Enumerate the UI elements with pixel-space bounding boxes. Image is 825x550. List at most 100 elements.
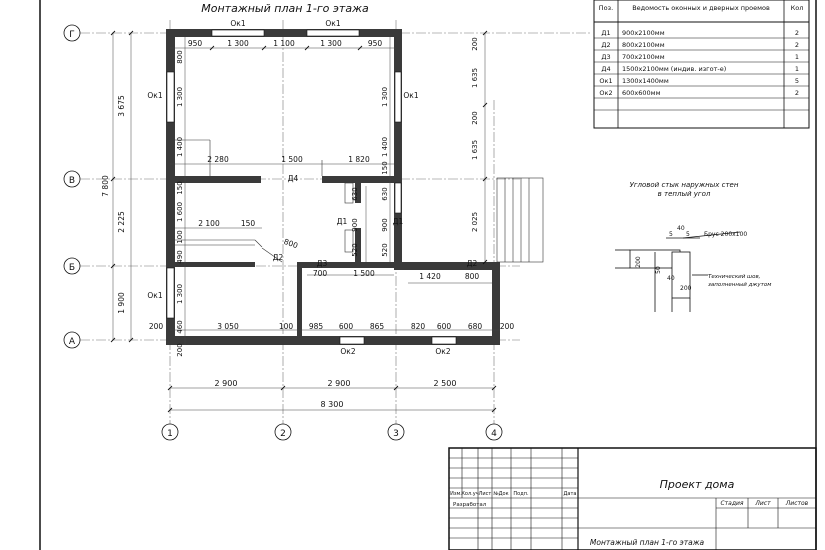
dim-b-8: 680 bbox=[468, 322, 483, 331]
dimension-lines bbox=[112, 33, 500, 411]
dim-li-10: 200 bbox=[176, 343, 184, 356]
window-openings bbox=[166, 29, 457, 345]
plan-title: Монтажный план 1-го этажа bbox=[201, 2, 369, 15]
detail-40a: 40 bbox=[677, 225, 685, 232]
stamp-col-ndok: №Док bbox=[493, 491, 508, 497]
dim-iv-7: 630 bbox=[351, 187, 359, 200]
schedule-row-4-qty: 1 bbox=[795, 65, 799, 73]
dim-mid-3: 1 820 bbox=[348, 155, 370, 164]
schedule-row-3-qty: 1 bbox=[795, 53, 799, 61]
dim-b-9: 200 bbox=[500, 322, 515, 331]
dim-mid-1: 2 280 bbox=[207, 155, 229, 164]
dims-top: 950 1 300 1 100 1 300 950 bbox=[188, 39, 383, 48]
label-ok1-left: Ок1 bbox=[147, 91, 162, 100]
dim-1420: 1 420 bbox=[419, 272, 441, 281]
label-d1-a: Д1 bbox=[337, 217, 348, 226]
dims-bottom-row: 3 050 100 985 600 865 820 600 680 200 20… bbox=[149, 322, 515, 331]
detail-title-1: Угловой стык наружных стен bbox=[630, 181, 739, 189]
detail-5a: 5 bbox=[669, 231, 673, 238]
dims-right: 200 1 635 200 1 635 2 025 bbox=[471, 37, 479, 232]
stamp-stage: Стадия bbox=[720, 500, 743, 507]
schedule-header-pos: Поз. bbox=[599, 4, 613, 12]
stamp-col-data: Дата bbox=[564, 491, 577, 497]
detail-beam: Брус 200х100 bbox=[704, 231, 747, 238]
interior-detail-lines bbox=[175, 139, 354, 263]
interior-walls bbox=[175, 176, 394, 336]
schedule-row-6-qty: 2 bbox=[795, 89, 799, 97]
dim-li-7: 490 bbox=[176, 250, 184, 263]
axis-label-v: В bbox=[69, 176, 75, 186]
stamp-col-koluch: Кол.уч bbox=[461, 491, 478, 497]
label-d1-b: Д1 bbox=[393, 217, 404, 226]
dim-b-4: 600 bbox=[339, 322, 354, 331]
stamp-project-title: Проект дома bbox=[660, 478, 735, 491]
dim-iv-9: 520 bbox=[351, 243, 359, 256]
label-ok1-top-a: Ок1 bbox=[230, 19, 245, 28]
dim-li-9: 460 bbox=[176, 320, 184, 333]
dim-iv-1: 1 300 bbox=[381, 87, 389, 107]
dim-iv-2: 1 400 bbox=[381, 137, 389, 157]
schedule-row-3-name: 700х2100мм bbox=[622, 53, 665, 61]
dim-row2-2: 150 bbox=[241, 219, 256, 228]
stamp-col-izm: Изм. bbox=[450, 491, 462, 497]
detail-200a: 200 bbox=[635, 256, 642, 268]
axis-label-2: 2 bbox=[280, 429, 286, 439]
axis-label-4: 4 bbox=[491, 429, 497, 439]
dim-mid-2: 1 500 bbox=[281, 155, 303, 164]
schedule-header-name: Ведомость оконных и дверных проемов bbox=[632, 4, 770, 12]
detail-50: 50 bbox=[655, 266, 662, 274]
axis-bubbles-letters: Г В Б А bbox=[63, 24, 81, 349]
dim-800b: 800 bbox=[465, 272, 480, 281]
porch-steps bbox=[496, 177, 544, 263]
stamp-developer: Разработал bbox=[453, 502, 487, 508]
dims-bays: 2 900 2 900 2 500 8 300 bbox=[215, 379, 457, 409]
dim-b-left-200: 200 bbox=[149, 322, 164, 331]
dim-top-1: 950 bbox=[188, 39, 203, 48]
dim-top-3: 1 100 bbox=[273, 39, 295, 48]
dim-b-2: 100 bbox=[279, 322, 294, 331]
dim-left-total: 7 800 bbox=[101, 175, 110, 197]
dim-r-3: 200 bbox=[471, 111, 479, 124]
dim-row2-1: 2 100 bbox=[198, 219, 220, 228]
detail-seam-2: заполненный джутом bbox=[708, 282, 771, 288]
dim-li-8: 1 300 bbox=[176, 284, 184, 304]
label-d3: Д3 bbox=[317, 259, 328, 268]
schedule-row-6-pos: Ок2 bbox=[599, 89, 612, 97]
dim-li-1: 800 bbox=[176, 50, 184, 63]
dim-total: 8 300 bbox=[321, 400, 344, 409]
dim-iv-3: 150 bbox=[381, 161, 389, 174]
axis-lines bbox=[80, 20, 590, 425]
schedule-row-3-pos: Д3 bbox=[601, 53, 610, 61]
dim-bay-3: 2 500 bbox=[434, 379, 457, 388]
dim-li-5: 1 600 bbox=[176, 202, 184, 222]
label-ok2-a: Ок2 bbox=[340, 347, 355, 356]
dim-1500: 1 500 bbox=[353, 269, 375, 278]
axis-label-a: А bbox=[69, 337, 76, 347]
dim-top-5: 950 bbox=[368, 39, 383, 48]
stamp-sheet: Лист bbox=[754, 500, 771, 507]
dim-top-2: 1 300 bbox=[227, 39, 249, 48]
label-ok2-b: Ок2 bbox=[435, 347, 450, 356]
axis-label-3: 3 bbox=[393, 429, 399, 439]
label-ok1-left-b: Ок1 bbox=[147, 291, 162, 300]
dim-li-6: 100 bbox=[176, 230, 184, 243]
label-ok1-right: Ок1 bbox=[403, 91, 418, 100]
dim-r-2: 1 635 bbox=[471, 68, 479, 88]
schedule-row-6-name: 600х600мм bbox=[622, 89, 661, 97]
title-block-stamp: Проект дома Монтажный план 1-го этажа Из… bbox=[448, 447, 817, 550]
schedule-row-5-name: 1300х1400мм bbox=[622, 77, 669, 85]
schedule-row-1-pos: Д1 bbox=[601, 29, 610, 37]
dim-iv-4: 630 bbox=[381, 187, 389, 200]
dim-left-2: 2 225 bbox=[117, 211, 126, 233]
stamp-col-list: Лист bbox=[479, 491, 492, 497]
detail-title-2: в теплый угол bbox=[658, 190, 711, 198]
detail-seam-1: Технический шов, bbox=[708, 274, 761, 280]
detail-40b: 40 bbox=[667, 275, 675, 282]
label-ok1-top-b: Ок1 bbox=[325, 19, 340, 28]
dim-left-1: 3 675 bbox=[117, 95, 126, 117]
dim-r-5: 2 025 bbox=[471, 212, 479, 232]
dim-iv-5: 900 bbox=[381, 218, 389, 231]
axis-label-b: Б bbox=[69, 263, 75, 273]
dimension-ticks bbox=[110, 30, 497, 413]
